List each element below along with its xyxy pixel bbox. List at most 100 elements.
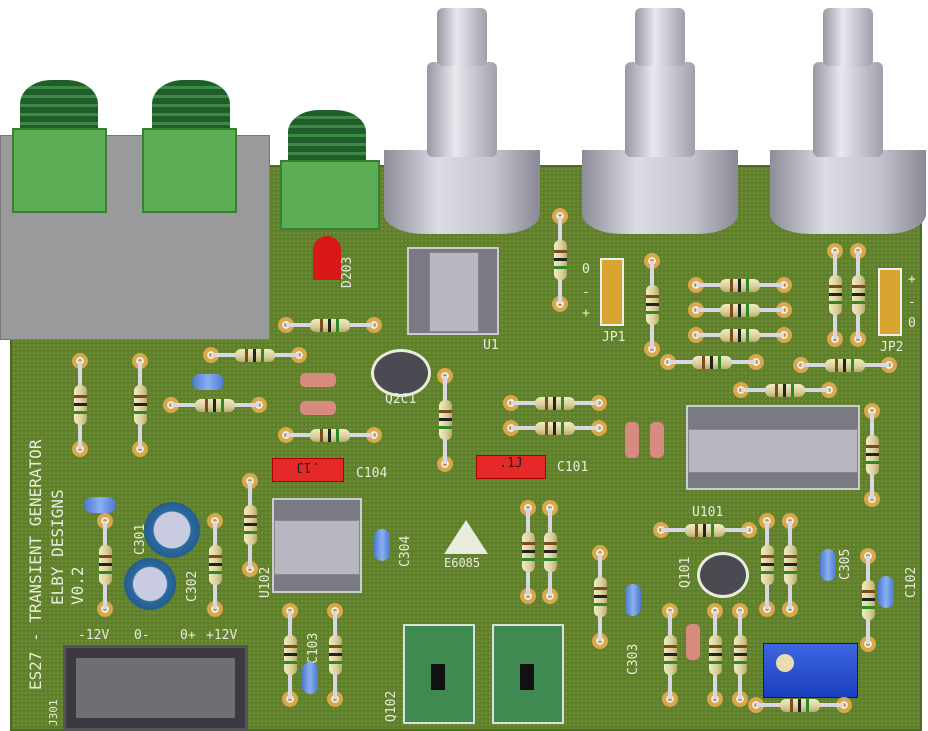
cap-c101: .1J	[476, 455, 546, 479]
cap-c104: .1J	[272, 458, 344, 482]
resistor	[235, 348, 275, 362]
label-q102: Q102	[384, 690, 399, 722]
resistor	[865, 435, 879, 475]
resistor	[521, 532, 535, 572]
pot-knob-shaft-1[interactable]	[427, 62, 497, 157]
power-header-j301[interactable]	[63, 645, 248, 731]
power-label-pos12: +12V	[206, 628, 238, 643]
jumper-jp2[interactable]	[878, 268, 902, 336]
label-d203: D203	[340, 256, 355, 288]
ic-u1	[407, 247, 499, 335]
ceramic-capacitor	[302, 662, 318, 694]
resistor	[208, 545, 222, 585]
ic-u101	[686, 405, 860, 490]
label-q101: Q101	[678, 556, 693, 588]
module-q102-a	[403, 624, 475, 724]
resistor	[535, 421, 575, 435]
jp2-mark-2: 0	[908, 316, 916, 331]
resistor	[783, 545, 797, 585]
resistor	[663, 635, 677, 675]
label-c101: C101	[557, 460, 589, 475]
resistor	[543, 532, 557, 572]
jp1-mark-0: 0	[582, 262, 590, 277]
resistor	[720, 303, 760, 317]
power-label-neg12: -12V	[78, 628, 110, 643]
resistor	[645, 285, 659, 325]
pot-shaft-tip-3[interactable]	[823, 8, 873, 66]
label-jp2: JP2	[880, 340, 904, 355]
ceramic-capacitor	[878, 576, 894, 608]
module-q102-b	[492, 624, 564, 724]
ic-u102	[272, 498, 362, 593]
resistor	[98, 545, 112, 585]
label-c302: C302	[185, 570, 200, 602]
potentiometer-3[interactable]	[770, 150, 926, 234]
diode	[650, 422, 664, 458]
diode	[686, 624, 700, 660]
cap-c101-value: .1J	[499, 456, 523, 471]
board-title: ES27 - TRANSIENT GENERATOR	[26, 439, 45, 690]
resistor	[760, 545, 774, 585]
pot-shaft-tip-2[interactable]	[635, 8, 685, 66]
rcm-logo	[444, 520, 488, 554]
resistor	[310, 318, 350, 332]
jp1-mark-1: -	[582, 285, 590, 300]
label-u102: U102	[258, 566, 273, 598]
resistor	[733, 635, 747, 675]
board-version: V0.2	[68, 566, 87, 605]
trimmer-adjust-screw-icon[interactable]	[776, 654, 794, 672]
cert-mark: E6085	[444, 556, 481, 570]
trimmer-potentiometer[interactable]	[763, 643, 858, 698]
pot-knob-shaft-3[interactable]	[813, 62, 883, 157]
capacitor-c301	[144, 502, 200, 558]
label-c104: C104	[356, 466, 388, 481]
transistor-q101	[700, 555, 746, 595]
label-c103: C103	[306, 632, 321, 664]
ceramic-capacitor	[84, 497, 116, 513]
label-c303: C303	[626, 643, 641, 675]
resistor	[692, 355, 732, 369]
resistor	[310, 428, 350, 442]
resistor	[243, 505, 257, 545]
resistor	[720, 278, 760, 292]
label-c301: C301	[133, 523, 148, 555]
jack-face-1	[12, 128, 107, 213]
capacitor-c302	[124, 558, 176, 610]
cap-c104-value: .1J	[296, 459, 320, 474]
potentiometer-1[interactable]	[384, 150, 540, 234]
pot-knob-shaft-2[interactable]	[625, 62, 695, 157]
resistor	[685, 523, 725, 537]
resistor	[593, 577, 607, 617]
jumper-jp1[interactable]	[600, 258, 624, 326]
potentiometer-2[interactable]	[582, 150, 738, 234]
transistor-q2c1	[374, 352, 428, 394]
resistor	[720, 328, 760, 342]
label-j301: J301	[47, 699, 60, 727]
resistor	[438, 400, 452, 440]
ceramic-capacitor	[820, 549, 836, 581]
jp2-mark-0: +	[908, 272, 916, 287]
diode	[300, 373, 336, 387]
pot-shaft-tip-1[interactable]	[437, 8, 487, 66]
diode	[625, 422, 639, 458]
diode	[300, 401, 336, 415]
board-maker: ELBY DESIGNS	[48, 489, 67, 605]
label-u1: U1	[483, 338, 499, 353]
resistor	[780, 698, 820, 712]
resistor	[851, 275, 865, 315]
label-c305: C305	[838, 548, 853, 580]
jack-face-2	[142, 128, 237, 213]
resistor	[73, 385, 87, 425]
label-c102: C102	[904, 566, 919, 598]
label-jp1: JP1	[602, 330, 626, 345]
resistor	[283, 635, 297, 675]
power-label-0plus: 0+	[180, 628, 196, 643]
label-u101: U101	[692, 505, 724, 520]
resistor	[133, 385, 147, 425]
ceramic-capacitor	[192, 374, 224, 390]
label-q2c1: Q2C1	[385, 392, 417, 407]
jack-face-3	[280, 160, 380, 230]
led-d203	[313, 236, 341, 280]
resistor	[828, 275, 842, 315]
resistor	[553, 240, 567, 280]
